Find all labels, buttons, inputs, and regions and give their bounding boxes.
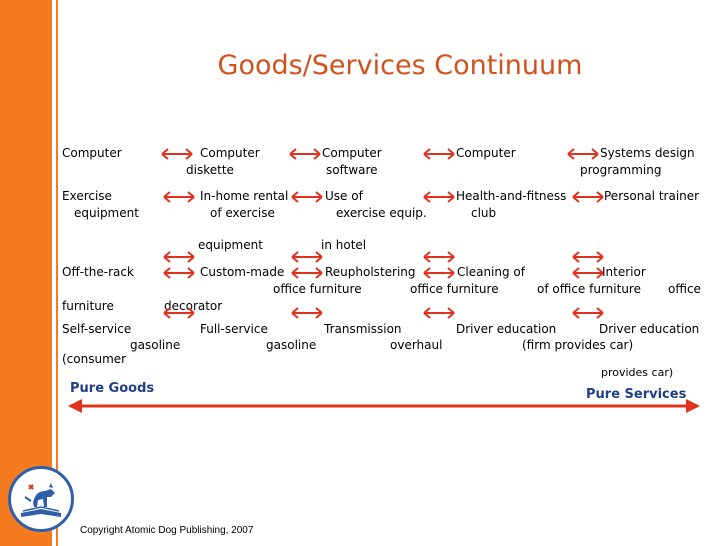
sidebar-gap — [52, 0, 54, 546]
row-auto-item: Driver education — [599, 322, 700, 336]
row-computer-item: software — [326, 163, 378, 177]
row-auto-item: overhaul — [390, 338, 443, 352]
row-furniture-item: office furniture — [410, 282, 499, 296]
row-computer-item: Computer — [322, 146, 382, 160]
row-auto-item: (consumer — [62, 352, 127, 366]
sidebar-stripe — [0, 0, 52, 546]
double-arrow-icon — [161, 148, 193, 160]
row-auto-item: gasoline — [266, 338, 317, 352]
double-arrow-icon — [163, 251, 195, 263]
dog-logo-icon — [21, 483, 61, 517]
double-arrow-icon — [423, 307, 455, 319]
row-furniture-item: Custom-made — [200, 265, 285, 279]
row-auto-item: Transmission — [324, 322, 402, 336]
row-auto-item: Driver education — [456, 322, 557, 336]
row-exercise-item: of exercise — [210, 206, 275, 220]
double-arrow-icon — [163, 267, 195, 279]
double-arrow-icon — [291, 251, 323, 263]
row-exercise-item: Health-and-fitness — [456, 189, 567, 203]
row-computer-item: diskette — [186, 163, 234, 177]
row-exercise-item: in hotel — [321, 238, 367, 252]
row-auto-item: provides car) — [601, 366, 674, 379]
row-furniture-item: office — [668, 282, 701, 296]
double-arrow-icon — [567, 148, 599, 160]
row-computer-item: Systems design — [600, 146, 695, 160]
double-arrow-icon — [572, 251, 604, 263]
copyright-notice: Copyright Atomic Dog Publishing, 2007 — [80, 525, 254, 536]
row-furniture-item: Off-the-rack — [62, 265, 134, 279]
continuum-axis-arrow — [68, 399, 700, 413]
sidebar-line — [56, 0, 58, 546]
double-arrow-icon — [572, 191, 604, 203]
row-computer-item: Computer — [456, 146, 516, 160]
row-exercise-item: exercise equip. — [336, 206, 427, 220]
row-exercise-item: Personal trainer — [604, 189, 700, 203]
row-furniture-item: decorator — [164, 299, 223, 313]
pure-services-label: Pure Services — [586, 387, 687, 402]
row-computer-item: programming — [580, 163, 662, 177]
double-arrow-icon — [572, 307, 604, 319]
row-furniture-item: office furniture — [273, 282, 362, 296]
double-arrow-icon — [289, 148, 321, 160]
row-computer-item: Computer — [200, 146, 260, 160]
row-auto-item: Self-service — [62, 322, 132, 336]
double-arrow-icon — [291, 267, 323, 279]
row-exercise-item: In-home rental — [200, 189, 289, 203]
double-arrow-icon — [163, 307, 195, 319]
row-exercise-item: club — [471, 206, 497, 220]
row-exercise-item: Exercise — [62, 189, 112, 203]
row-furniture-item: furniture — [62, 299, 114, 313]
row-furniture-item: Reupholstering — [325, 265, 416, 279]
row-furniture-item: of office furniture — [537, 282, 641, 296]
double-arrow-icon — [572, 267, 604, 279]
double-arrow-icon — [423, 251, 455, 263]
row-furniture-item: Interior — [602, 265, 646, 279]
row-computer-item: Computer — [62, 146, 122, 160]
row-auto-item: gasoline — [130, 338, 181, 352]
row-exercise-item: equipment — [198, 238, 263, 252]
row-auto-item: (firm provides car) — [522, 338, 634, 352]
row-exercise-item: equipment — [74, 206, 139, 220]
double-arrow-icon — [163, 191, 195, 203]
page-title: Goods/Services Continuum — [217, 50, 583, 81]
double-arrow-icon — [291, 307, 323, 319]
pure-goods-label: Pure Goods — [70, 381, 155, 396]
double-arrow-icon — [423, 191, 455, 203]
publisher-logo — [8, 466, 74, 532]
row-furniture-item: Cleaning of — [457, 265, 525, 279]
row-exercise-item: Use of — [325, 189, 363, 203]
double-arrow-icon — [423, 267, 455, 279]
double-arrow-icon — [291, 191, 323, 203]
row-auto-item: Full-service — [200, 322, 268, 336]
double-arrow-icon — [423, 148, 455, 160]
